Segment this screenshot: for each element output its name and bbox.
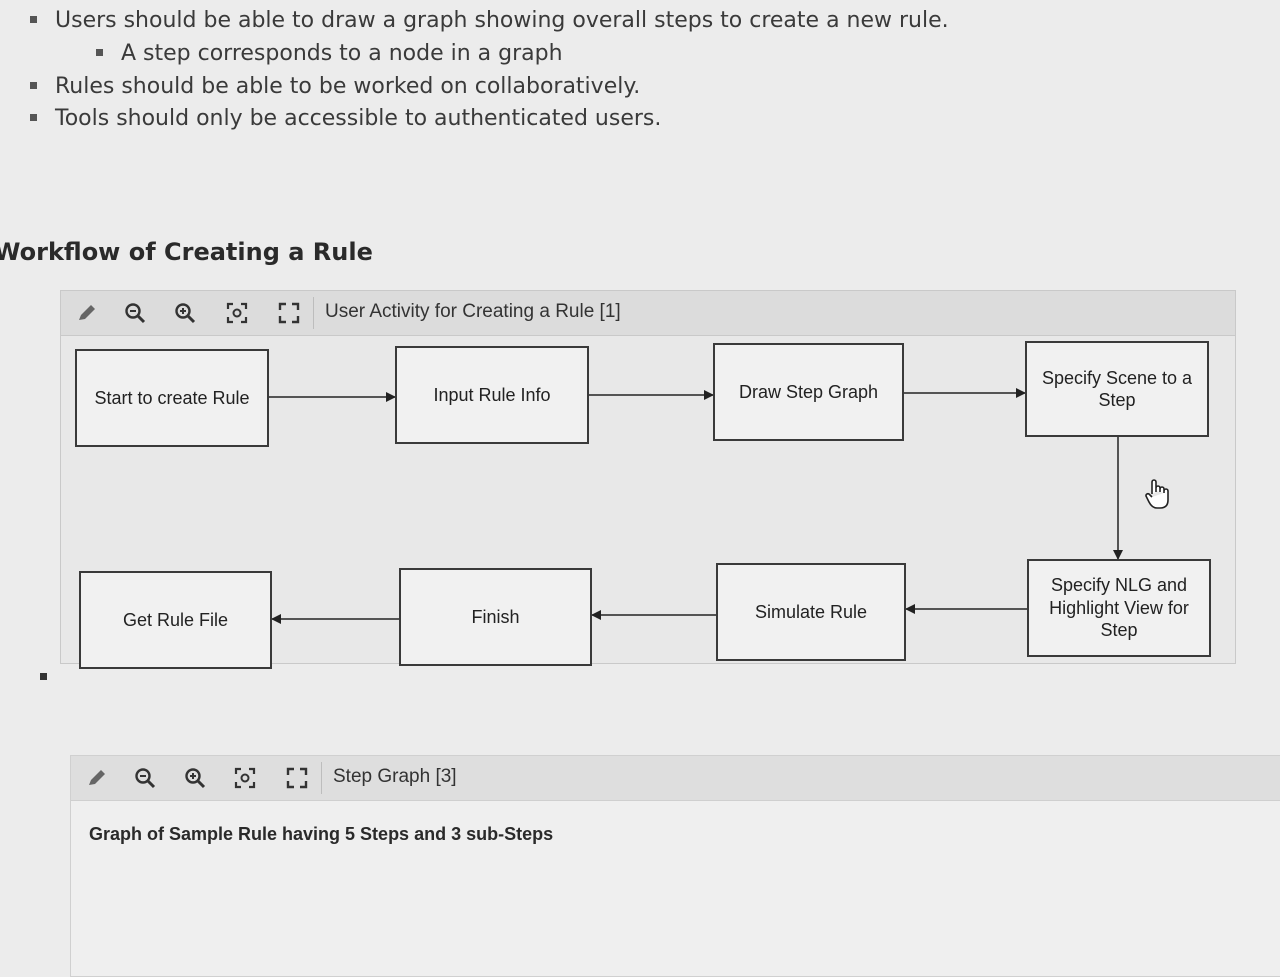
fullscreen-icon[interactable] <box>277 301 301 325</box>
fit-view-icon[interactable] <box>233 766 257 790</box>
node-label: Input Rule Info <box>433 384 551 405</box>
node-specify-nlg[interactable]: Specify NLG and Highlight View for Step <box>1027 559 1211 657</box>
step-graph-title: Step Graph [3] <box>333 766 457 787</box>
node-draw-step-graph[interactable]: Draw Step Graph <box>713 343 904 441</box>
list-item: Tools should only be accessible to authe… <box>30 106 661 131</box>
list-item: Users should be able to draw a graph sho… <box>30 8 949 33</box>
node-input-rule-info[interactable]: Input Rule Info <box>395 346 589 444</box>
list-item-text: Users should be able to draw a graph sho… <box>55 8 949 33</box>
node-label: Get Rule File <box>122 609 229 630</box>
bullet-marker <box>96 48 103 56</box>
node-label: Start to create Rule <box>94 387 250 408</box>
node-finish[interactable]: Finish <box>399 568 592 666</box>
diagram-title: User Activity for Creating a Rule [1] <box>325 301 621 322</box>
diagram-edges <box>269 388 1123 624</box>
node-label: Specify NLG and Highlight View for Step <box>1049 575 1189 641</box>
diagram-canvas: Start to create Rule Input Rule Info Dra… <box>61 335 1235 669</box>
zoom-out-icon[interactable] <box>133 766 157 790</box>
section-heading: Workflow of Creating a Rule <box>0 238 373 266</box>
list-item-text: Rules should be able to be worked on col… <box>55 74 641 99</box>
graph-description: Graph of Sample Rule having 5 Steps and … <box>89 824 554 844</box>
node-specify-scene[interactable]: Specify Scene to a Step <box>1025 341 1209 437</box>
node-label: Specify Scene to a Step <box>1041 367 1193 411</box>
fit-view-icon[interactable] <box>225 301 249 325</box>
bullet-marker <box>30 15 37 23</box>
hand-pointer-icon <box>1145 479 1169 509</box>
node-start-create-rule[interactable]: Start to create Rule <box>75 349 269 447</box>
zoom-in-icon[interactable] <box>183 766 207 790</box>
bullet-marker <box>30 81 37 89</box>
node-label: Finish <box>471 606 520 627</box>
node-get-rule-file[interactable]: Get Rule File <box>79 571 272 669</box>
bullet-marker <box>40 673 47 680</box>
step-graph-toolbar: Step Graph [3] <box>71 756 1280 801</box>
bullet-marker <box>30 113 37 121</box>
zoom-out-icon[interactable] <box>123 301 147 325</box>
step-graph-panel: Step Graph [3] Graph of Sample Rule havi… <box>70 755 1280 977</box>
fullscreen-icon[interactable] <box>285 766 309 790</box>
zoom-in-icon[interactable] <box>173 301 197 325</box>
node-simulate-rule[interactable]: Simulate Rule <box>716 563 906 661</box>
pencil-icon[interactable] <box>85 766 109 790</box>
list-item: A step corresponds to a node in a graph <box>96 41 563 66</box>
list-item-text: Tools should only be accessible to authe… <box>55 106 662 131</box>
diagram-panel: User Activity for Creating a Rule [1] St… <box>60 290 1236 669</box>
pencil-icon[interactable] <box>75 301 99 325</box>
list-item-text: A step corresponds to a node in a graph <box>121 41 563 66</box>
toolbar-divider <box>321 762 322 794</box>
diagram-toolbar: User Activity for Creating a Rule [1] <box>61 291 1235 336</box>
list-item: Rules should be able to be worked on col… <box>30 74 640 99</box>
node-label: Simulate Rule <box>754 601 868 622</box>
node-label: Draw Step Graph <box>738 381 879 402</box>
toolbar-divider <box>313 297 314 329</box>
